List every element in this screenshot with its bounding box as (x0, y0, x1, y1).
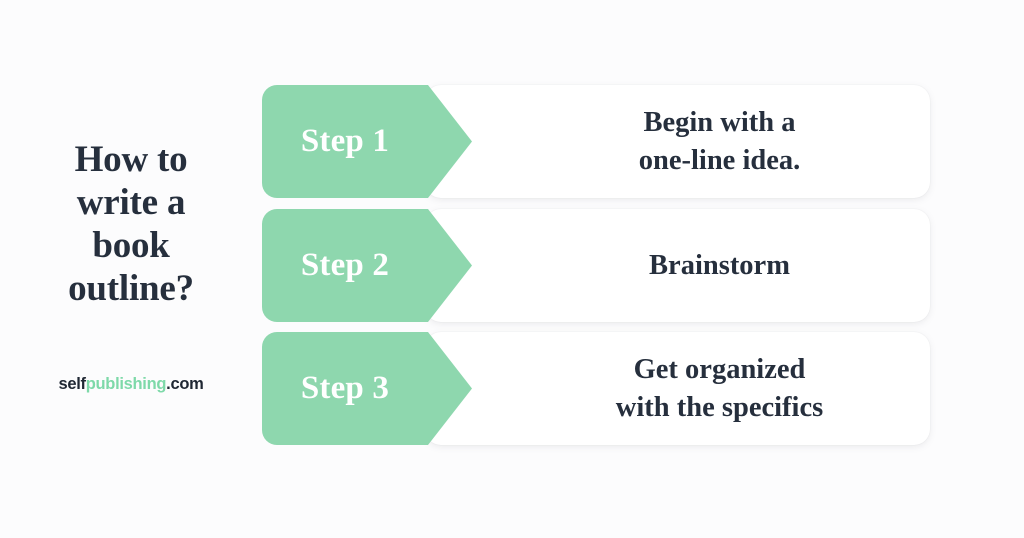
step-description-line: with the specifics (615, 391, 824, 423)
step-card (425, 209, 930, 322)
step-chevron-badge: Step 1 (262, 85, 472, 198)
step-label: Step 2 (300, 247, 390, 283)
step-label: Step 1 (300, 123, 390, 159)
step-description: Get organized with the specifics (425, 332, 930, 445)
page-title: How to write a book outline? (0, 138, 262, 310)
page-title-line: write a (76, 182, 186, 223)
page-title-line: book (92, 225, 170, 266)
page-title-line: How to (74, 139, 188, 180)
step-description-line: Get organized (633, 353, 806, 385)
brand-logo: selfpublishing.com (0, 375, 262, 394)
step-description: Brainstorm (425, 209, 930, 322)
steps-column: Begin with a one-line idea. Step 1 Brain… (262, 0, 1024, 538)
step-row: Get organized with the specifics Step 3 (262, 332, 942, 445)
step-label: Step 3 (300, 370, 390, 406)
page-title-line: outline? (68, 268, 194, 309)
step-chevron-badge: Step 3 (262, 332, 472, 445)
logo-text-publishing: publishing (85, 375, 167, 393)
logo-text-self: self (58, 375, 87, 393)
step-card (425, 85, 930, 198)
step-description: Begin with a one-line idea. (425, 85, 930, 198)
step-row: Brainstorm Step 2 (262, 209, 942, 322)
step-card (425, 332, 930, 445)
step-chevron-badge: Step 2 (262, 209, 472, 322)
headline-column: How to write a book outline? selfpublish… (0, 0, 262, 538)
step-description-line: Begin with a (643, 106, 796, 138)
step-description-line: Brainstorm (649, 249, 790, 281)
step-description-line: one-line idea. (638, 144, 801, 176)
logo-text-com: .com (166, 375, 204, 393)
step-row: Begin with a one-line idea. Step 1 (262, 85, 942, 198)
